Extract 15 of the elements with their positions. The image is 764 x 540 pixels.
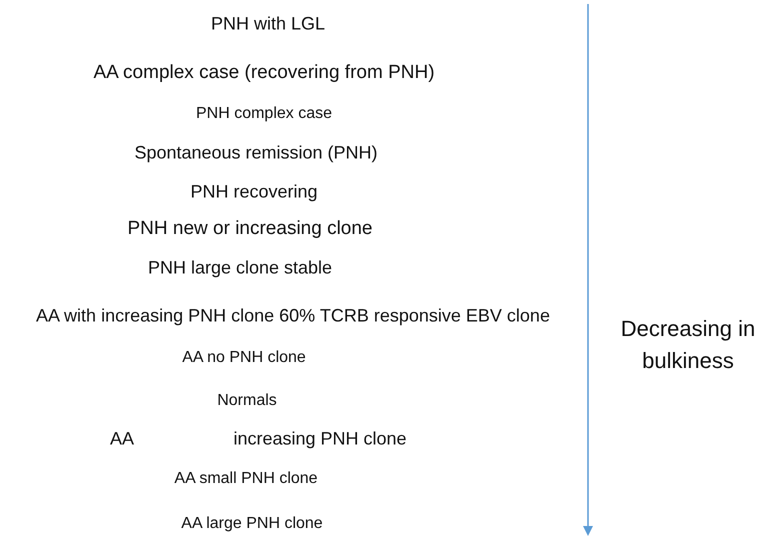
list-item-text: AA small PNH clone <box>174 470 318 488</box>
list-item-text: AA complex case (recovering from PNH) <box>93 62 435 84</box>
list-item-text: PNH large clone stable <box>148 258 332 278</box>
list-item-text: Normals <box>217 392 277 410</box>
list-item-text: PNH with LGL <box>210 14 326 34</box>
list-item-text: increasing PNH clone <box>233 428 407 450</box>
list-item-text: PNH recovering <box>190 182 318 202</box>
axis-label: Decreasing in bulkiness <box>620 315 756 375</box>
list-item-text: PNH new or increasing clone <box>128 218 372 240</box>
list-item-text: Spontaneous remission (PNH) <box>134 142 378 164</box>
list-item-text: AA <box>110 428 134 450</box>
list-item-text: AA no PNH clone <box>182 349 306 367</box>
list-item-text: AA with increasing PNH clone 60% TCRB responsive EBV clone <box>36 306 550 326</box>
list-item-text: AA large PNH clone <box>181 515 323 533</box>
list-item-text: PNH complex case <box>196 105 332 123</box>
